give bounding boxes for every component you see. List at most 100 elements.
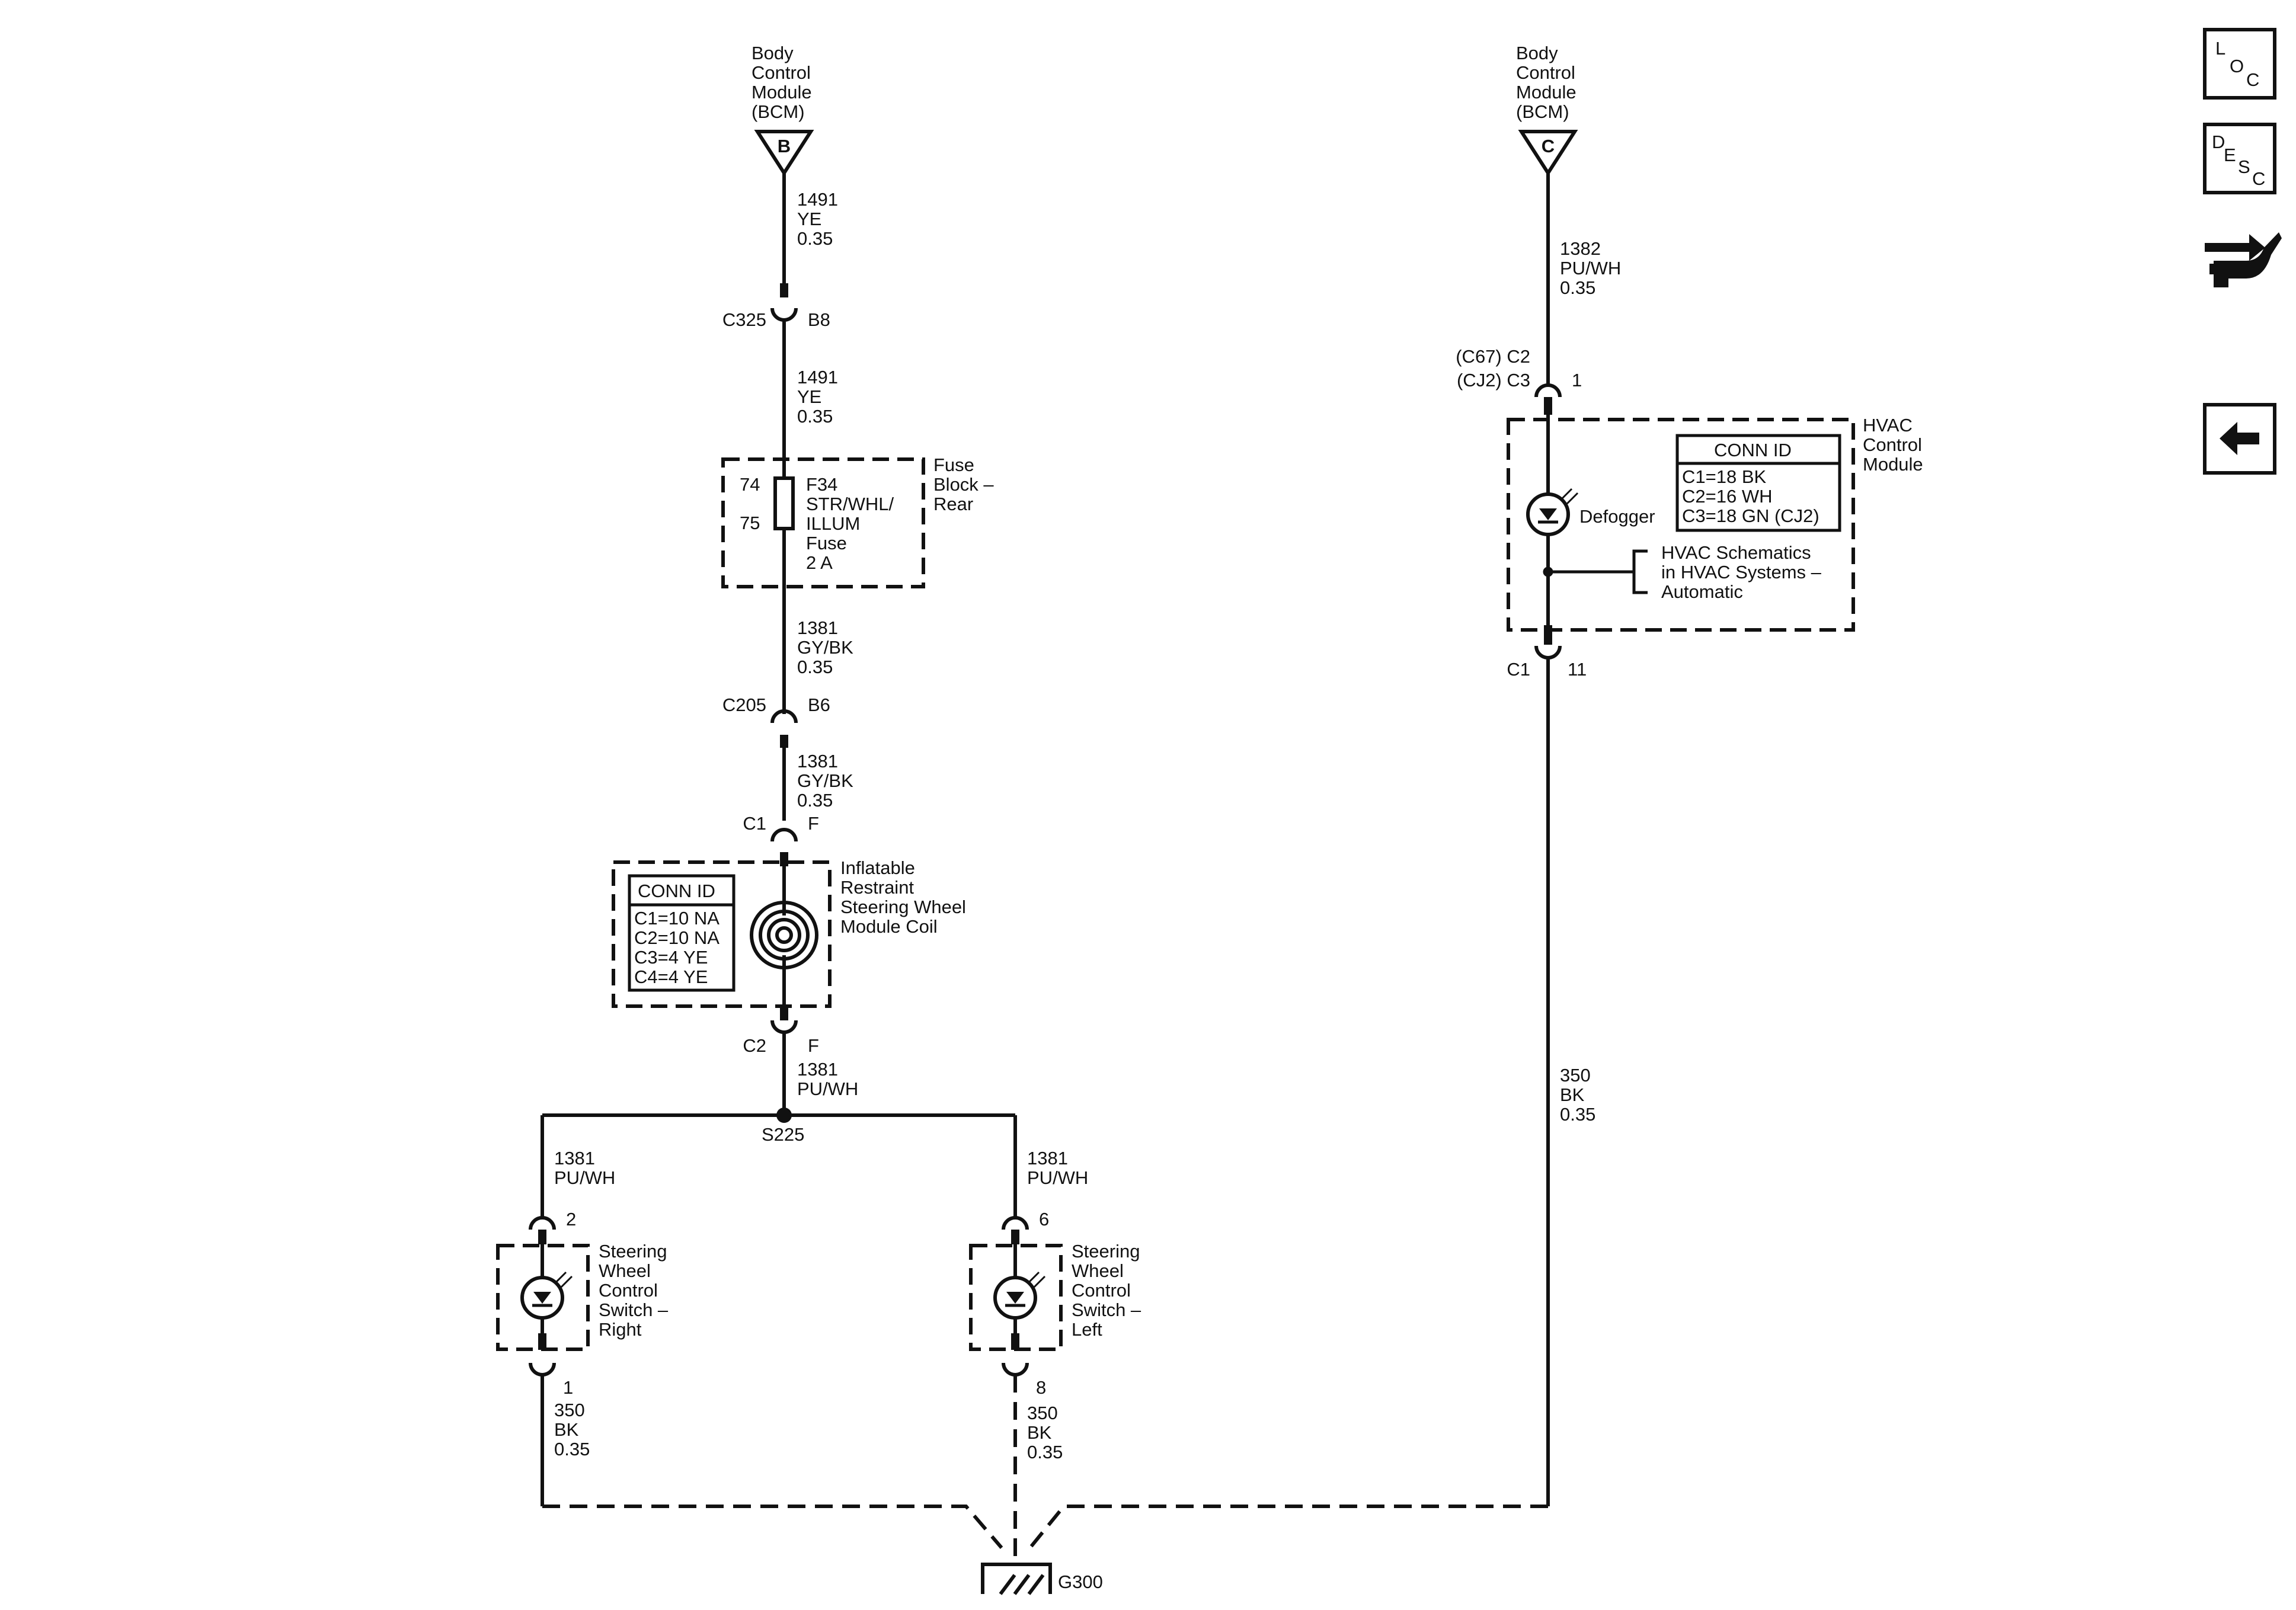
bcm-right: Body Control Module (BCM) C — [1516, 43, 1578, 177]
switch-right-label-5: Right — [599, 1319, 642, 1340]
switch-left-wire-in-2: PU/WH — [1027, 1167, 1088, 1188]
desc-button[interactable]: D E S C — [2203, 123, 2276, 194]
coil-label-4: Module Coil — [840, 916, 938, 937]
switch-left-wire-out-3: 0.35 — [1027, 1442, 1063, 1462]
splice-dot — [776, 1108, 792, 1123]
ground-label: G300 — [1058, 1571, 1103, 1592]
switch-right-wire-out-2: BK — [554, 1419, 579, 1440]
wire-1381-gybk-b-2: GY/BK — [797, 770, 853, 791]
fuse-label-2: STR/WHL/ — [806, 494, 894, 514]
fuse-f34-symbol — [773, 476, 795, 530]
wire-350-right-3: 0.35 — [1560, 1104, 1595, 1125]
bcm-right-label-3: Module — [1516, 82, 1576, 103]
connector-c325: C325 — [722, 309, 766, 330]
coil-connector-c2-pin: F — [808, 1035, 819, 1056]
wire-1491-top-2: YE — [797, 209, 821, 229]
coil-label-1: Inflatable — [840, 857, 915, 878]
fuse-pin-out: 75 — [740, 513, 760, 533]
hvac-conn-id-3: C3=18 GN (CJ2) — [1682, 505, 1819, 526]
hvac-top-connector-1: (C67) C2 — [1456, 346, 1530, 367]
wire-1381-puwh-2: PU/WH — [797, 1078, 858, 1099]
wire-1381-gybk-b-1: 1381 — [797, 751, 838, 772]
switch-right-wire-in-2: PU/WH — [554, 1167, 615, 1188]
switch-left-lamp-icon — [993, 1271, 1046, 1320]
hvac-bottom-connector-pin: 11 — [1568, 659, 1587, 680]
steering-switch-left: 1381 PU/WH 6 Steering Wheel Control Swit… — [969, 1115, 1141, 1564]
loc-button[interactable]: L O C — [2203, 28, 2276, 100]
wire-1381-gybk-b-3: 0.35 — [797, 790, 833, 811]
fuse-label-3: ILLUM — [806, 513, 860, 534]
back-arrow-icon — [2220, 422, 2259, 455]
wire-1382-3: 0.35 — [1560, 277, 1595, 298]
fuse-label-1: F34 — [806, 474, 837, 495]
desc-letter-s: S — [2238, 156, 2250, 177]
loc-letter-c: C — [2246, 69, 2259, 90]
hvac-control-module: HVAC Control Module CONN ID C1=18 BK C2=… — [1507, 415, 1923, 632]
hvac-top-connector-2: (CJ2) C3 — [1457, 370, 1530, 391]
coil-conn-id-2: C2=10 NA — [634, 927, 720, 948]
wire-350-right-1: 350 — [1560, 1065, 1591, 1086]
hvac-reference-1: HVAC Schematics — [1661, 542, 1811, 563]
connector-c205: C205 — [722, 694, 766, 715]
fuse-block-name-2: Block – — [933, 474, 994, 495]
hvac-reference-2: in HVAC Systems – — [1661, 562, 1822, 582]
hvac-reference-bracket — [1543, 549, 1648, 594]
steering-switch-right: 1381 PU/WH 2 Steering Wheel Control Swit… — [496, 1115, 669, 1506]
switch-right-outline — [496, 1244, 590, 1351]
coil-conn-id-1: C1=10 NA — [634, 908, 720, 929]
fuse-label-4: Fuse — [806, 533, 847, 553]
bcm-left-label-3: Module — [752, 82, 812, 103]
wire-1382-1: 1382 — [1560, 238, 1601, 259]
connector-view-icon[interactable] — [2200, 210, 2282, 293]
switch-right-label-3: Control — [599, 1280, 658, 1301]
hvac-conn-id-1: C1=18 BK — [1682, 466, 1767, 487]
bcm-left-label-2: Control — [752, 62, 811, 83]
switch-right-label-4: Switch – — [599, 1299, 669, 1320]
bcm-right-terminal-triangle — [1518, 130, 1578, 177]
wire-1381-gybk-a-3: 0.35 — [797, 657, 833, 677]
hvac-top-connector-pin: 1 — [1572, 370, 1582, 391]
switch-left-label-1: Steering — [1072, 1241, 1140, 1262]
coil-connector-c1: C1 — [743, 813, 766, 834]
hvac-label-2: Control — [1863, 434, 1922, 455]
hvac-bottom-connector: C1 — [1507, 659, 1530, 680]
bcm-right-label-2: Control — [1516, 62, 1575, 83]
fuse-pin-in: 74 — [740, 474, 760, 495]
switch-left-label-2: Wheel — [1072, 1260, 1124, 1281]
wire-1381-gybk-a-1: 1381 — [797, 617, 838, 638]
back-button[interactable] — [2203, 403, 2276, 475]
bcm-right-label-1: Body — [1516, 43, 1558, 63]
switch-right-label-2: Wheel — [599, 1260, 651, 1281]
coil-outline — [612, 860, 832, 1008]
coil-conn-id-box — [628, 874, 736, 992]
bcm-right-terminal-letter: C — [1542, 136, 1555, 156]
switch-left-label-4: Switch – — [1072, 1299, 1141, 1320]
hvac-label-3: Module — [1863, 454, 1923, 475]
inflatable-restraint-coil: CONN ID C1=10 NA C2=10 NA C3=4 YE C4=4 Y… — [612, 857, 966, 1008]
fuse-block-name-3: Rear — [933, 494, 973, 514]
hvac-label-1: HVAC — [1863, 415, 1913, 436]
fuse-block-name-1: Fuse — [933, 454, 974, 475]
loc-letter-o: O — [2230, 56, 2244, 76]
fuse-block-rear: 74 75 F34 STR/WHL/ ILLUM Fuse 2 A Fuse B… — [721, 454, 994, 588]
switch-right-wire-out-3: 0.35 — [554, 1439, 590, 1459]
switch-right-pin-out: 1 — [563, 1377, 573, 1398]
defogger-label: Defogger — [1579, 506, 1655, 527]
wire-1381-puwh-1: 1381 — [797, 1059, 838, 1080]
switch-left-wire-in-1: 1381 — [1027, 1148, 1068, 1169]
coil-connector-c1-pin: F — [808, 813, 819, 834]
clockspring-icon — [750, 901, 818, 969]
loc-letter-l: L — [2215, 38, 2225, 59]
hvac-conn-id-box — [1675, 434, 1841, 532]
coil-conn-id-3: C3=4 YE — [634, 947, 708, 968]
desc-letter-c: C — [2252, 168, 2265, 189]
bcm-left-label-4: (BCM) — [752, 101, 805, 122]
defogger-lamp-icon — [1526, 488, 1579, 536]
coil-conn-id-4: C4=4 YE — [634, 966, 708, 987]
switch-right-lamp-icon — [520, 1271, 573, 1320]
fuse-label-5: 2 A — [806, 552, 833, 573]
wire-350-right-2: BK — [1560, 1084, 1585, 1105]
hvac-conn-id-title: CONN ID — [1714, 440, 1792, 460]
switch-left-label-5: Left — [1072, 1319, 1102, 1340]
